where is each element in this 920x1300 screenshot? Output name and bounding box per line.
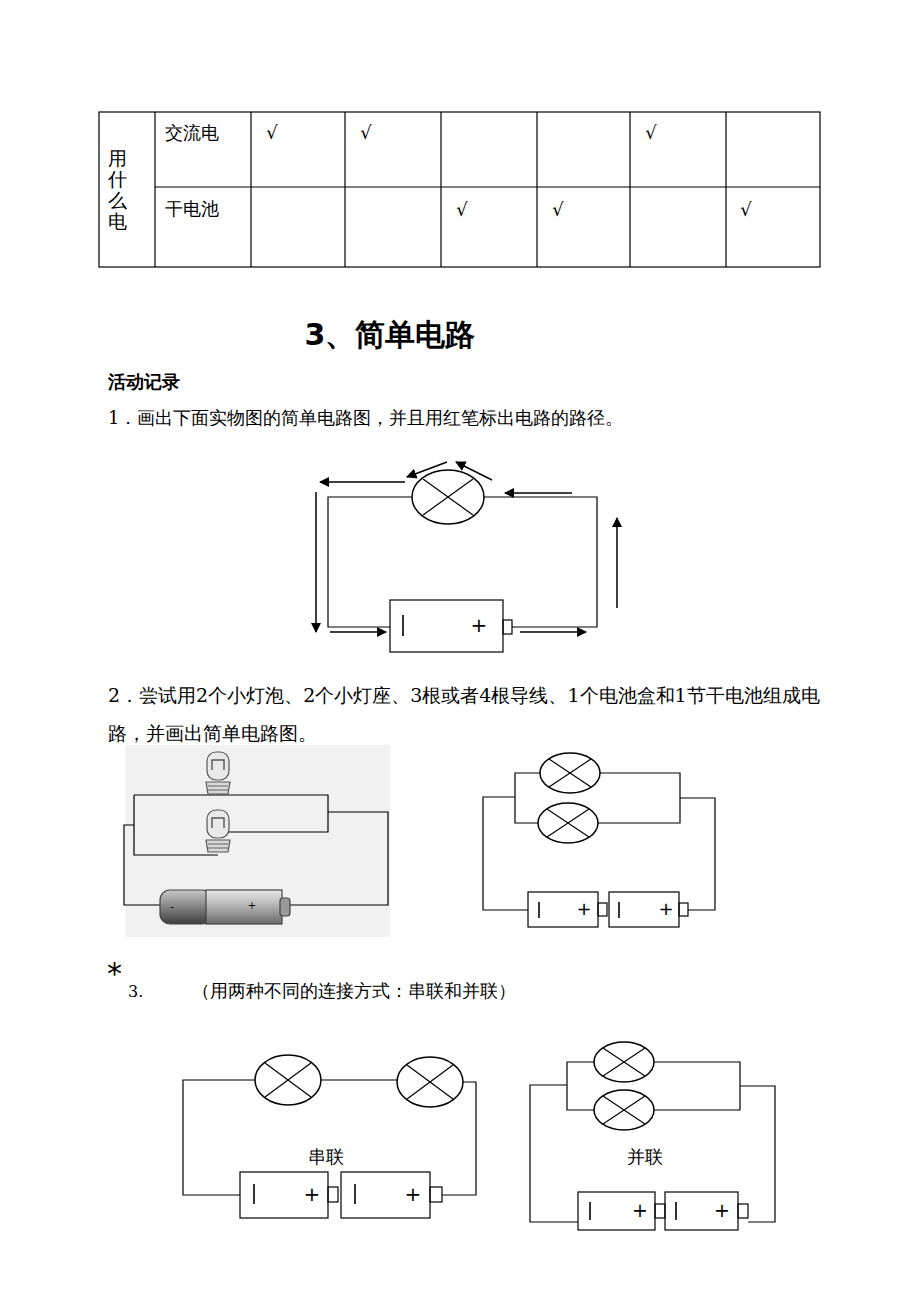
circuit-caption: 并联	[627, 1146, 663, 1168]
check-mark: √	[456, 199, 467, 221]
question-text: 1．画出下面实物图的简单电路图，并且用红笔标出电路的路径。	[108, 407, 623, 429]
star-mark: *	[107, 956, 122, 992]
check-mark: √	[266, 122, 277, 144]
current-path-arrows	[316, 462, 617, 632]
check-mark: √	[740, 199, 751, 221]
plus-terminal: +	[576, 898, 591, 920]
section-title: 3、简单电路	[305, 317, 476, 353]
photo-terminal-mark: -	[170, 901, 174, 913]
question-number: 3.	[128, 982, 143, 1001]
question-text: （用两种不同的连接方式：串联和并联）	[192, 980, 516, 1002]
question-text: 2．尝试用2个小灯泡、2个小灯座、3根或者4根导线、1个电池盒和1节干电池组成电…	[108, 676, 820, 752]
table-row-header: 用什么电	[108, 148, 127, 232]
check-mark: √	[552, 199, 563, 221]
plus-terminal: +	[471, 613, 488, 637]
photo-terminal-mark: +	[248, 900, 256, 912]
parallel-circuit-diagram	[483, 753, 715, 927]
plus-terminal: +	[405, 1182, 422, 1206]
plus-terminal: +	[714, 1199, 730, 1222]
circuit-caption: 串联	[308, 1146, 344, 1168]
check-mark: √	[360, 122, 371, 144]
section-heading: 活动记录	[108, 371, 180, 393]
real-circuit-photo	[124, 745, 390, 937]
table-cell: 干电池	[165, 198, 219, 220]
parallel-circuit-diagram	[530, 1042, 775, 1230]
plus-terminal: +	[658, 898, 673, 920]
table-grid	[99, 112, 820, 267]
plus-terminal: +	[632, 1199, 648, 1222]
circuit-diagram	[328, 470, 597, 652]
table-cell: 交流电	[165, 122, 219, 144]
check-mark: √	[645, 122, 656, 144]
plus-terminal: +	[304, 1182, 321, 1206]
series-circuit-diagram	[183, 1055, 476, 1218]
